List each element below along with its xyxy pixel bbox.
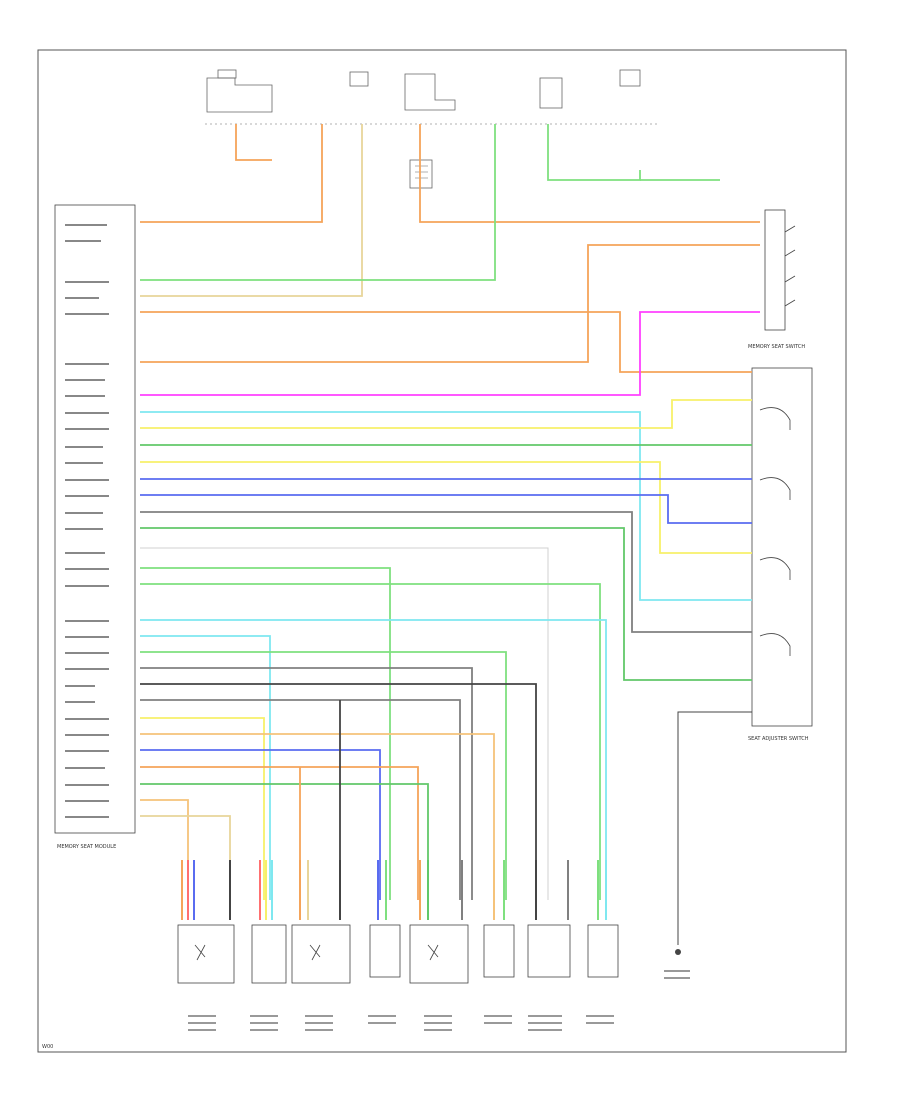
fuse-icon [349, 71, 369, 87]
footer-code: W00 [42, 1044, 53, 1050]
bottom-components [177, 924, 619, 984]
fuse-block-1 [206, 77, 273, 113]
wires [140, 124, 760, 900]
module-pin-labels [65, 224, 109, 818]
top-fuse-panel [205, 69, 660, 125]
memory-seat-switch [764, 209, 786, 331]
bottom-connectors [181, 860, 607, 920]
motor-icon [291, 924, 351, 984]
component-labels [188, 970, 690, 1031]
motor-icon [409, 924, 469, 984]
sensor-icon [251, 924, 287, 984]
module-title: MEMORY SEAT MODULE [57, 844, 116, 850]
memory-seat-module [54, 204, 136, 834]
fuse-block-2 [404, 73, 456, 111]
diagram-frame [37, 49, 847, 1053]
motor-icon [177, 924, 235, 984]
seat-switch-title: MEMORY SEAT SWITCH [748, 344, 805, 350]
sensor-icon [527, 924, 571, 978]
seat-adjuster-switch [751, 367, 813, 727]
adjuster-switch-title: SEAT ADJUSTER SWITCH [748, 736, 809, 742]
fuse-icon [539, 77, 563, 109]
ground-icon [675, 900, 681, 955]
fuse-icon [217, 69, 237, 79]
sensor-icon [369, 924, 401, 978]
sensor-icon [587, 924, 619, 978]
fuse-icon [619, 69, 641, 87]
relay-icon [409, 159, 433, 189]
sensor-icon [483, 924, 515, 978]
